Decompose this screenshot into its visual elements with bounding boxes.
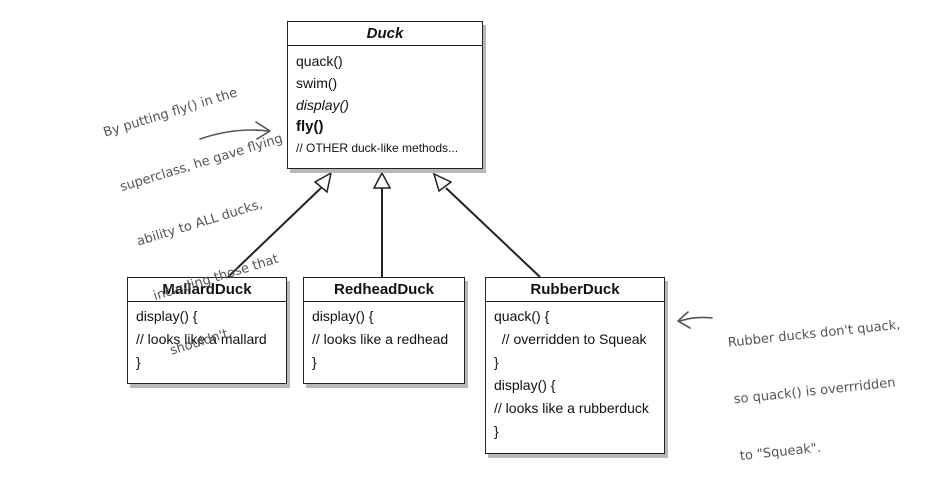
method-swim: swim() [296, 75, 338, 91]
inheritance-arrowhead-mallard [313, 171, 333, 194]
annotation-arrowhead-right [677, 311, 691, 329]
code-line: display() { [494, 377, 556, 393]
code-line: // looks like a mallard [136, 331, 267, 347]
annotation-line: ability to ALL ducks, [135, 197, 265, 250]
code-line: display() { [136, 308, 198, 324]
rubber-duck-class-box: RubberDuck quack() { // overridden to Sq… [485, 277, 665, 454]
annotation-line: By putting fly() in the [101, 85, 240, 141]
code-line: } [494, 354, 499, 370]
method-quack: quack() [296, 53, 343, 69]
annotation-arrow-right [679, 316, 713, 322]
inheritance-line-rubber [445, 187, 541, 278]
code-line: // overridden to Squeak [494, 331, 647, 347]
rubber-duck-class-name: RubberDuck [486, 278, 664, 302]
annotation-line: Rubber ducks don't quack, [727, 317, 902, 351]
inheritance-arrowhead-redhead [372, 171, 392, 189]
annotation-line: superclass, he gave flying [118, 131, 285, 196]
annotation-line: to "Squeak". [739, 440, 822, 465]
redhead-duck-class-box: RedheadDuck display() { // looks like a … [303, 277, 465, 384]
duck-methods: quack() swim() display() fly() // OTHER … [288, 46, 482, 162]
code-line: // looks like a rubberduck [494, 400, 649, 416]
code-line: } [494, 423, 499, 439]
code-line: quack() { [494, 308, 550, 324]
annotation-arrowhead-left [255, 121, 271, 140]
rubber-duck-methods: quack() { // overridden to Squeak } disp… [486, 302, 664, 447]
inheritance-line-mallard [227, 187, 322, 278]
annotation-arrow-left [199, 129, 269, 140]
redhead-duck-class-name: RedheadDuck [304, 278, 464, 302]
code-line: } [136, 354, 141, 370]
mallard-duck-class-box: MallardDuck display() { // looks like a … [127, 277, 287, 384]
redhead-duck-methods: display() { // looks like a redhead } [304, 302, 464, 378]
annotation-line: including those that [151, 251, 281, 305]
method-other: // OTHER duck-like methods... [296, 141, 459, 155]
mallard-duck-class-name: MallardDuck [128, 278, 286, 302]
code-line: } [312, 354, 317, 370]
annotation-right: Rubber ducks don't quack, so quack() is … [723, 278, 915, 485]
annotation-line: so quack() is overrridden [733, 375, 897, 408]
method-display: display() [296, 97, 349, 113]
mallard-duck-methods: display() { // looks like a mallard } [128, 302, 286, 378]
duck-class-name: Duck [288, 22, 482, 46]
duck-class-box: Duck quack() swim() display() fly() // O… [287, 21, 483, 169]
method-fly: fly() [296, 118, 324, 135]
code-line: display() { [312, 308, 374, 324]
inheritance-arrowhead-rubber [432, 172, 453, 193]
code-line: // looks like a redhead [312, 331, 449, 347]
